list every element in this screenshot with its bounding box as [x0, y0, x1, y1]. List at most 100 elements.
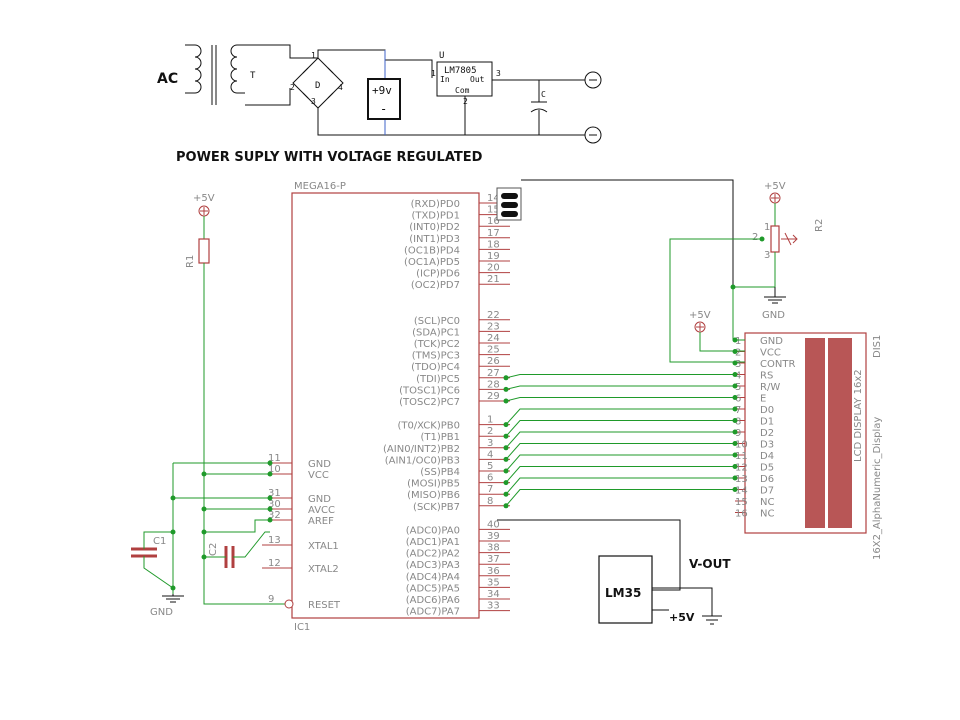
mcu-pin-number: 14 — [487, 193, 500, 204]
mcu-pin-number: 40 — [487, 519, 500, 530]
r2-pin-2: 2 — [752, 232, 758, 243]
mcu-pin-number: 17 — [487, 228, 500, 239]
capacitor-label: C — [541, 90, 546, 99]
mcu-pin-label: GND — [308, 494, 331, 505]
lcd-vcc-label: +5V — [689, 310, 711, 321]
lcd-pin-4: RS4 — [735, 371, 773, 382]
bridge-rectifier: D 1 2 3 4 — [290, 51, 344, 109]
mcu-pin-label: (ADC6)PA6 — [406, 595, 460, 606]
lcd-pin-number: 7 — [735, 405, 741, 416]
capacitor-c1: C1 — [131, 531, 174, 589]
mcu-body — [291, 192, 480, 619]
mcu-pin-label: (INT1)PD3 — [409, 234, 460, 245]
lcd-pin-number: 15 — [735, 497, 748, 508]
mcu-pin-label: VCC — [308, 470, 329, 481]
mcu-pin-label: (AIN0/INT2)PB2 — [383, 444, 460, 455]
lcd-pin-number: 4 — [735, 371, 741, 382]
capacitor-c2: C2 — [204, 531, 270, 568]
lcd-body — [744, 332, 867, 534]
lcd-pin-number: 8 — [735, 417, 741, 428]
bus-node-lcd — [732, 418, 738, 423]
lcd-pin-label: VCC — [760, 348, 781, 359]
bridge-pin-3: 3 — [311, 97, 316, 106]
bridge-label: D — [315, 81, 320, 91]
mcu-pin-number: 10 — [268, 464, 281, 475]
wire-vout — [497, 519, 681, 591]
lcd-pin-2: VCC 2 — [735, 348, 781, 359]
left-gnd-label: GND — [150, 607, 173, 618]
mcu-pin-number: 16 — [487, 216, 500, 227]
mcu-pin-number: 21 — [487, 274, 500, 285]
mcu-pin-label: (TOSC1)PC6 — [399, 385, 460, 396]
mcu-pin-label: (OC2)PD7 — [411, 280, 460, 291]
mcu-pin-label: (RXD)PD0 — [411, 199, 460, 210]
mcu-pin-label: (TCK)PC2 — [414, 339, 460, 350]
bus-wire — [505, 374, 735, 379]
bus-wire — [505, 443, 735, 460]
lcd-pin-label: R/W — [760, 382, 780, 393]
lcd-pin-6: E6 — [735, 394, 766, 405]
regulator-name: LM7805 — [444, 66, 477, 76]
mcu-pin-label: (T0/XCK)PB0 — [397, 421, 460, 432]
mcu-pin-number: 26 — [487, 356, 500, 367]
gnd-symbol-left: GND — [150, 594, 184, 618]
mcu-pin-21: (OC2)PD7 21 — [411, 274, 510, 291]
bus-wire — [505, 431, 735, 449]
bus-node-mcu — [503, 456, 509, 462]
lcd-pin-5: R/W5 — [735, 382, 780, 393]
lcd-pin-9: D29 — [735, 428, 774, 439]
lcd-pin-8: D18 — [735, 417, 774, 428]
regulator-ref: U — [439, 51, 444, 61]
mcu-right-pins: (RXD)PD014(TXD)PD115(INT0)PD216(INT1)PD3… — [383, 193, 510, 618]
power-supply-caption: POWER SUPLY WITH VOLTAGE REGULATED — [176, 150, 483, 165]
mcu-pin-number: 3 — [487, 438, 493, 449]
wire-header-to-gnd — [521, 179, 734, 287]
mcu-pin-label: (MISO)PB6 — [407, 490, 460, 501]
bus-node-lcd — [732, 487, 738, 492]
r1-label: R1 — [185, 255, 196, 268]
battery-9v: +9v - — [367, 78, 401, 120]
mcu-pin-number: 7 — [487, 484, 493, 495]
lcd-pin-number: 11 — [735, 451, 748, 462]
bus-wire — [505, 385, 735, 390]
lcd-pin-number: 2 — [735, 348, 741, 359]
mcu-pin-label: AVCC — [308, 505, 335, 516]
mcu-pin-number: 35 — [487, 577, 500, 588]
wire-rect-plus — [317, 49, 433, 78]
mcu-pin-label: (ADC2)PA2 — [406, 549, 460, 560]
bus-wire — [505, 454, 735, 472]
bus-node-lcd — [732, 395, 738, 400]
lcd-pin-label: GND — [760, 336, 783, 347]
wire-ps-top — [245, 44, 318, 59]
mcu-pin-number: 29 — [487, 391, 500, 402]
resistor-r1: +5V R1 — [185, 193, 215, 268]
lcd-vcc-supply: +5V — [689, 310, 745, 352]
bus-wire — [505, 408, 735, 425]
bus-wire — [505, 477, 735, 495]
mcu-pin-number: 20 — [487, 263, 500, 274]
potentiometer-r2: +5V 1 2 3 R2 — [752, 181, 825, 287]
mcu-pin-number: 13 — [268, 535, 281, 546]
lcd-pin-label: D4 — [760, 451, 774, 462]
mcu-pin-label: (ADC4)PA4 — [406, 572, 460, 583]
transformer: T — [185, 44, 256, 105]
regulator-out: Out — [470, 75, 485, 84]
battery-plus-label: +9v — [372, 84, 392, 97]
lcd-screen-right — [828, 338, 852, 528]
